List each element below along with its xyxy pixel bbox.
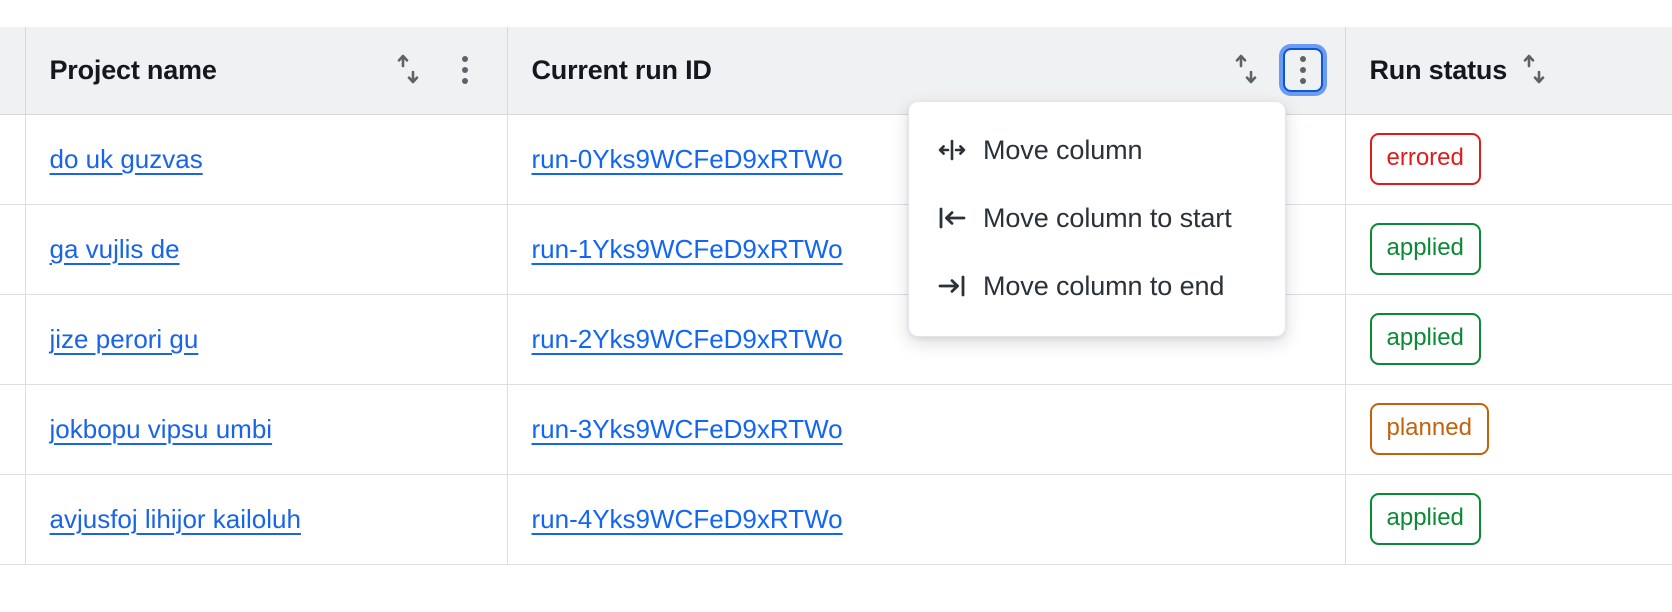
column-header-run-status: Run status xyxy=(1345,27,1672,115)
table-row: jokbopu vipsu umbi run-3Yks9WCFeD9xRTWo … xyxy=(0,384,1672,475)
column-header-current-run-id: Current run ID xyxy=(507,27,1346,115)
run-id-link[interactable]: run-0Yks9WCFeD9xRTWo xyxy=(531,143,843,174)
cell-run-status: planned xyxy=(1345,384,1672,475)
column-header-project-name: Project name xyxy=(25,27,508,115)
sort-button-current-run-id[interactable] xyxy=(1229,50,1263,90)
move-column-icon xyxy=(937,135,967,165)
header-row: Project name xyxy=(0,27,1672,115)
cell-run-id: run-3Yks9WCFeD9xRTWo xyxy=(507,384,1346,475)
row-gutter-cell xyxy=(0,114,26,205)
gutter-column-header xyxy=(0,27,26,115)
cell-project-name: avjusfoj lihijor kailoluh xyxy=(25,474,508,565)
status-badge: applied xyxy=(1369,313,1481,365)
sort-button-run-status[interactable] xyxy=(1517,50,1551,90)
run-id-link[interactable]: run-1Yks9WCFeD9xRTWo xyxy=(531,233,843,264)
project-name-link[interactable]: do uk guzvas xyxy=(49,143,203,174)
sort-updown-icon xyxy=(1233,53,1259,88)
row-gutter-cell xyxy=(0,474,26,565)
column-menu-button-current-run-id[interactable] xyxy=(1282,48,1323,93)
table-row: avjusfoj lihijor kailoluh run-4Yks9WCFeD… xyxy=(0,474,1672,565)
column-menu-button-project-name[interactable] xyxy=(445,48,485,92)
sort-updown-icon xyxy=(395,53,421,88)
table-header: Project name xyxy=(0,27,1672,115)
menu-item-label: Move column xyxy=(983,134,1143,165)
cell-run-status: applied xyxy=(1345,474,1672,565)
sort-button-project-name[interactable] xyxy=(391,50,425,90)
row-gutter-cell xyxy=(0,294,26,385)
cell-run-status: applied xyxy=(1345,294,1672,385)
run-id-link[interactable]: run-2Yks9WCFeD9xRTWo xyxy=(531,323,843,354)
run-id-link[interactable]: run-3Yks9WCFeD9xRTWo xyxy=(531,413,843,444)
cell-project-name: do uk guzvas xyxy=(25,114,508,205)
cell-project-name: ga vujlis de xyxy=(25,204,508,295)
run-id-link[interactable]: run-4Yks9WCFeD9xRTWo xyxy=(531,503,843,534)
cell-project-name: jize perori gu xyxy=(25,294,508,385)
cell-run-id: run-4Yks9WCFeD9xRTWo xyxy=(507,474,1346,565)
menu-item-move-column[interactable]: Move column xyxy=(909,116,1285,184)
cell-run-status: errored xyxy=(1345,114,1672,205)
projects-table: Project name xyxy=(0,27,1672,565)
column-title-project-name: Project name xyxy=(49,54,217,85)
menu-item-move-column-to-end[interactable]: Move column to end xyxy=(909,252,1285,320)
status-badge: applied xyxy=(1369,223,1481,275)
menu-item-label: Move column to start xyxy=(983,202,1232,233)
cell-project-name: jokbopu vipsu umbi xyxy=(25,384,508,475)
kebab-menu-icon xyxy=(1299,56,1306,85)
project-name-link[interactable]: jize perori gu xyxy=(49,323,199,354)
table-row: ga vujlis de run-1Yks9WCFeD9xRTWo applie… xyxy=(0,204,1672,295)
row-gutter-cell xyxy=(0,384,26,475)
column-options-menu: Move column Move column to start Move co… xyxy=(908,101,1286,337)
status-badge: applied xyxy=(1369,493,1481,545)
status-badge: errored xyxy=(1369,133,1481,185)
move-column-to-end-icon xyxy=(937,271,967,301)
move-column-to-start-icon xyxy=(937,203,967,233)
table-row: jize perori gu run-2Yks9WCFeD9xRTWo appl… xyxy=(0,294,1672,385)
project-name-link[interactable]: avjusfoj lihijor kailoluh xyxy=(49,503,301,534)
column-title-run-status: Run status xyxy=(1369,54,1508,85)
table-row: do uk guzvas run-0Yks9WCFeD9xRTWo errore… xyxy=(0,114,1672,205)
menu-item-move-column-to-start[interactable]: Move column to start xyxy=(909,184,1285,252)
status-badge: planned xyxy=(1369,403,1489,455)
project-name-link[interactable]: jokbopu vipsu umbi xyxy=(49,413,273,444)
table-body: do uk guzvas run-0Yks9WCFeD9xRTWo errore… xyxy=(0,114,1672,565)
menu-item-label: Move column to end xyxy=(983,270,1225,301)
sort-updown-icon xyxy=(1521,53,1547,88)
row-gutter-cell xyxy=(0,204,26,295)
project-name-link[interactable]: ga vujlis de xyxy=(49,233,180,264)
column-title-current-run-id: Current run ID xyxy=(531,54,712,85)
kebab-menu-icon xyxy=(461,56,468,85)
cell-run-status: applied xyxy=(1345,204,1672,295)
